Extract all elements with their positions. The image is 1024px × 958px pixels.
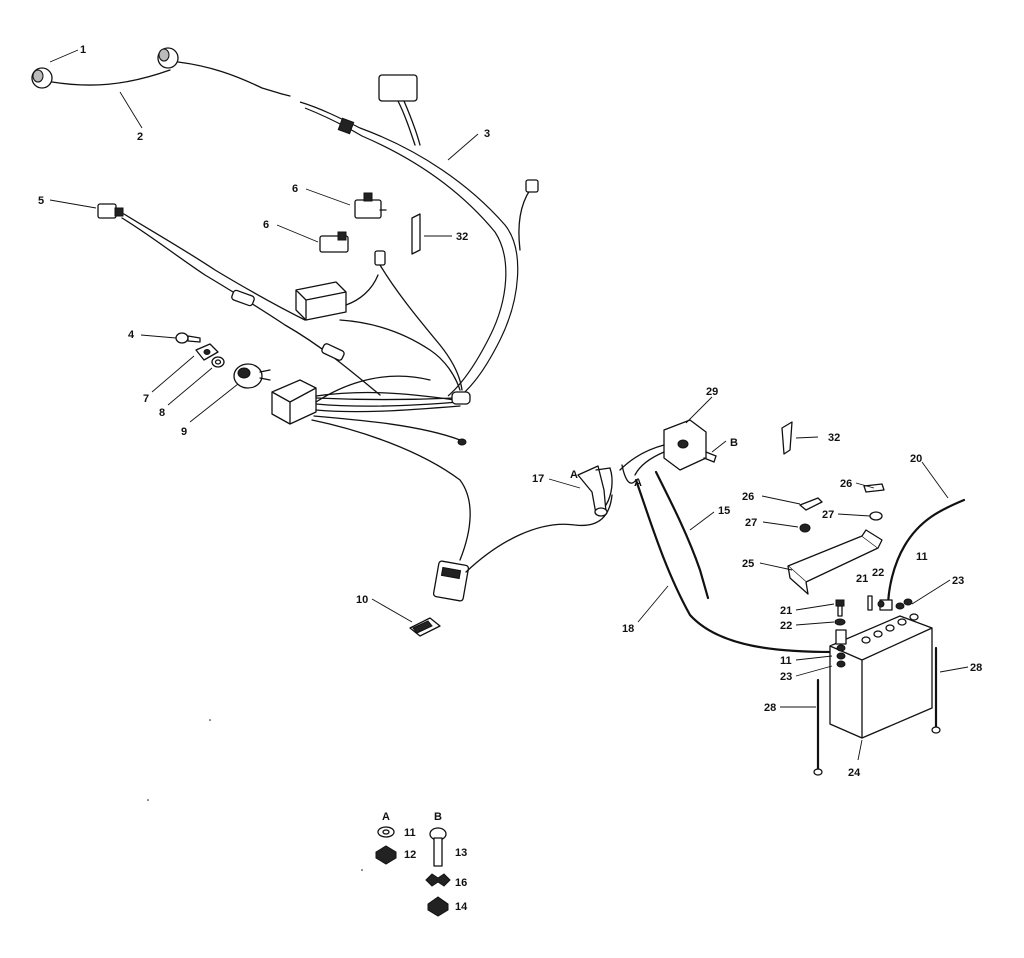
callout-29: 29 xyxy=(706,386,718,398)
print-specks xyxy=(147,719,363,871)
reference-letters: A A B A B xyxy=(382,437,738,823)
harness-junction-connector xyxy=(271,375,471,561)
callout-26-upper: 26 xyxy=(840,478,852,490)
battery-cable-15 xyxy=(654,470,710,600)
ignition-module xyxy=(295,250,463,391)
fuse-clip xyxy=(409,617,441,637)
callout-11-legend: 11 xyxy=(404,827,416,839)
battery xyxy=(829,599,933,739)
switch-washer xyxy=(211,356,225,368)
callout-22-upper: 22 xyxy=(872,567,884,579)
callout-22-lower: 22 xyxy=(780,620,792,632)
callout-5: 5 xyxy=(38,195,44,207)
battery-washer-22 xyxy=(834,618,846,626)
callout-32-lower: 32 xyxy=(828,432,840,444)
callout-11-battery-side: 11 xyxy=(780,655,792,667)
headlight-lamp-left xyxy=(31,67,53,89)
cable-clip-32-upper xyxy=(411,213,421,255)
callout-32-upper: 32 xyxy=(456,231,468,243)
switch-connector-5 xyxy=(97,203,381,396)
callout-26-lower: 26 xyxy=(742,491,754,503)
callout-25: 25 xyxy=(742,558,754,570)
terminal-nut-27-b xyxy=(869,511,883,521)
ignition-key xyxy=(175,332,201,344)
callout-15: 15 xyxy=(718,505,730,517)
callout-12: 12 xyxy=(404,849,416,861)
battery-cable-20 xyxy=(886,498,966,610)
lamp-cable-plug xyxy=(281,93,291,97)
callout-18: 18 xyxy=(622,623,634,635)
letter-a-cable: A xyxy=(634,477,642,489)
callout-9: 9 xyxy=(181,426,187,438)
switch-6-lower xyxy=(319,231,349,253)
battery-hardware-11-23 xyxy=(895,598,913,610)
callout-28-left: 28 xyxy=(764,702,776,714)
lamp-cable xyxy=(51,61,283,95)
hold-down-rod-left xyxy=(813,678,823,776)
callout-4: 4 xyxy=(128,329,135,341)
callout-24: 24 xyxy=(848,767,861,779)
letter-b-solenoid: B xyxy=(730,437,738,449)
starter-cable-boot xyxy=(577,465,611,517)
switch-6-upper xyxy=(354,192,387,219)
leader-lines xyxy=(49,49,969,761)
battery-washer-22-b xyxy=(877,600,885,608)
callout-13: 13 xyxy=(455,847,467,859)
terminal-nut-27-a xyxy=(799,523,811,533)
battery-hold-down-25 xyxy=(787,529,883,595)
callout-16: 16 xyxy=(455,877,467,889)
legend-lockwasher-16 xyxy=(425,873,451,887)
callout-21-upper: 21 xyxy=(856,573,868,585)
harness-connector-top xyxy=(378,74,418,102)
legend-washer-11 xyxy=(377,826,395,838)
headlight-lamp-right xyxy=(157,47,179,69)
legend-letter-a: A xyxy=(382,811,390,823)
cable-clip-32-lower xyxy=(781,421,793,455)
callout-3: 3 xyxy=(484,128,490,140)
callout-10: 10 xyxy=(356,594,368,606)
callout-1: 1 xyxy=(80,44,86,56)
switch-plate xyxy=(195,343,219,361)
legend-nut-12 xyxy=(375,845,397,865)
battery-bolt-21 xyxy=(835,599,845,617)
callout-7: 7 xyxy=(143,393,149,405)
legend-letter-b: B xyxy=(434,811,442,823)
callout-23-lower: 23 xyxy=(780,671,792,683)
callout-8: 8 xyxy=(159,407,165,419)
callout-numbers: 1 2 3 4 5 6 6 7 8 9 10 11 11 11 12 13 14… xyxy=(38,44,982,913)
hold-down-rod-right xyxy=(931,646,941,734)
callout-21-lower: 21 xyxy=(780,605,792,617)
callout-23-upper: 23 xyxy=(952,575,964,587)
main-wiring-harness xyxy=(299,74,539,401)
callout-20: 20 xyxy=(910,453,922,465)
legend-bolt-13 xyxy=(429,827,447,867)
callout-6-upper: 6 xyxy=(292,183,298,195)
callout-11-battery-top: 11 xyxy=(916,551,928,563)
callout-27-left: 27 xyxy=(745,517,757,529)
callout-14: 14 xyxy=(455,901,468,913)
battery-cable-18 xyxy=(634,478,836,654)
ignition-switch xyxy=(233,363,271,389)
callout-27-right: 27 xyxy=(822,509,834,521)
battery-bolt-21-b xyxy=(867,595,873,611)
legend-nut-14 xyxy=(427,896,449,917)
callout-17: 17 xyxy=(532,473,544,485)
battery-terminal-26-a xyxy=(799,497,823,511)
callout-6-lower: 6 xyxy=(263,219,269,231)
callout-2: 2 xyxy=(137,131,143,143)
harness-plug-connector xyxy=(432,494,613,602)
callout-28-right: 28 xyxy=(970,662,982,674)
starter-solenoid xyxy=(619,419,717,476)
letter-a-boot: A xyxy=(570,469,578,481)
